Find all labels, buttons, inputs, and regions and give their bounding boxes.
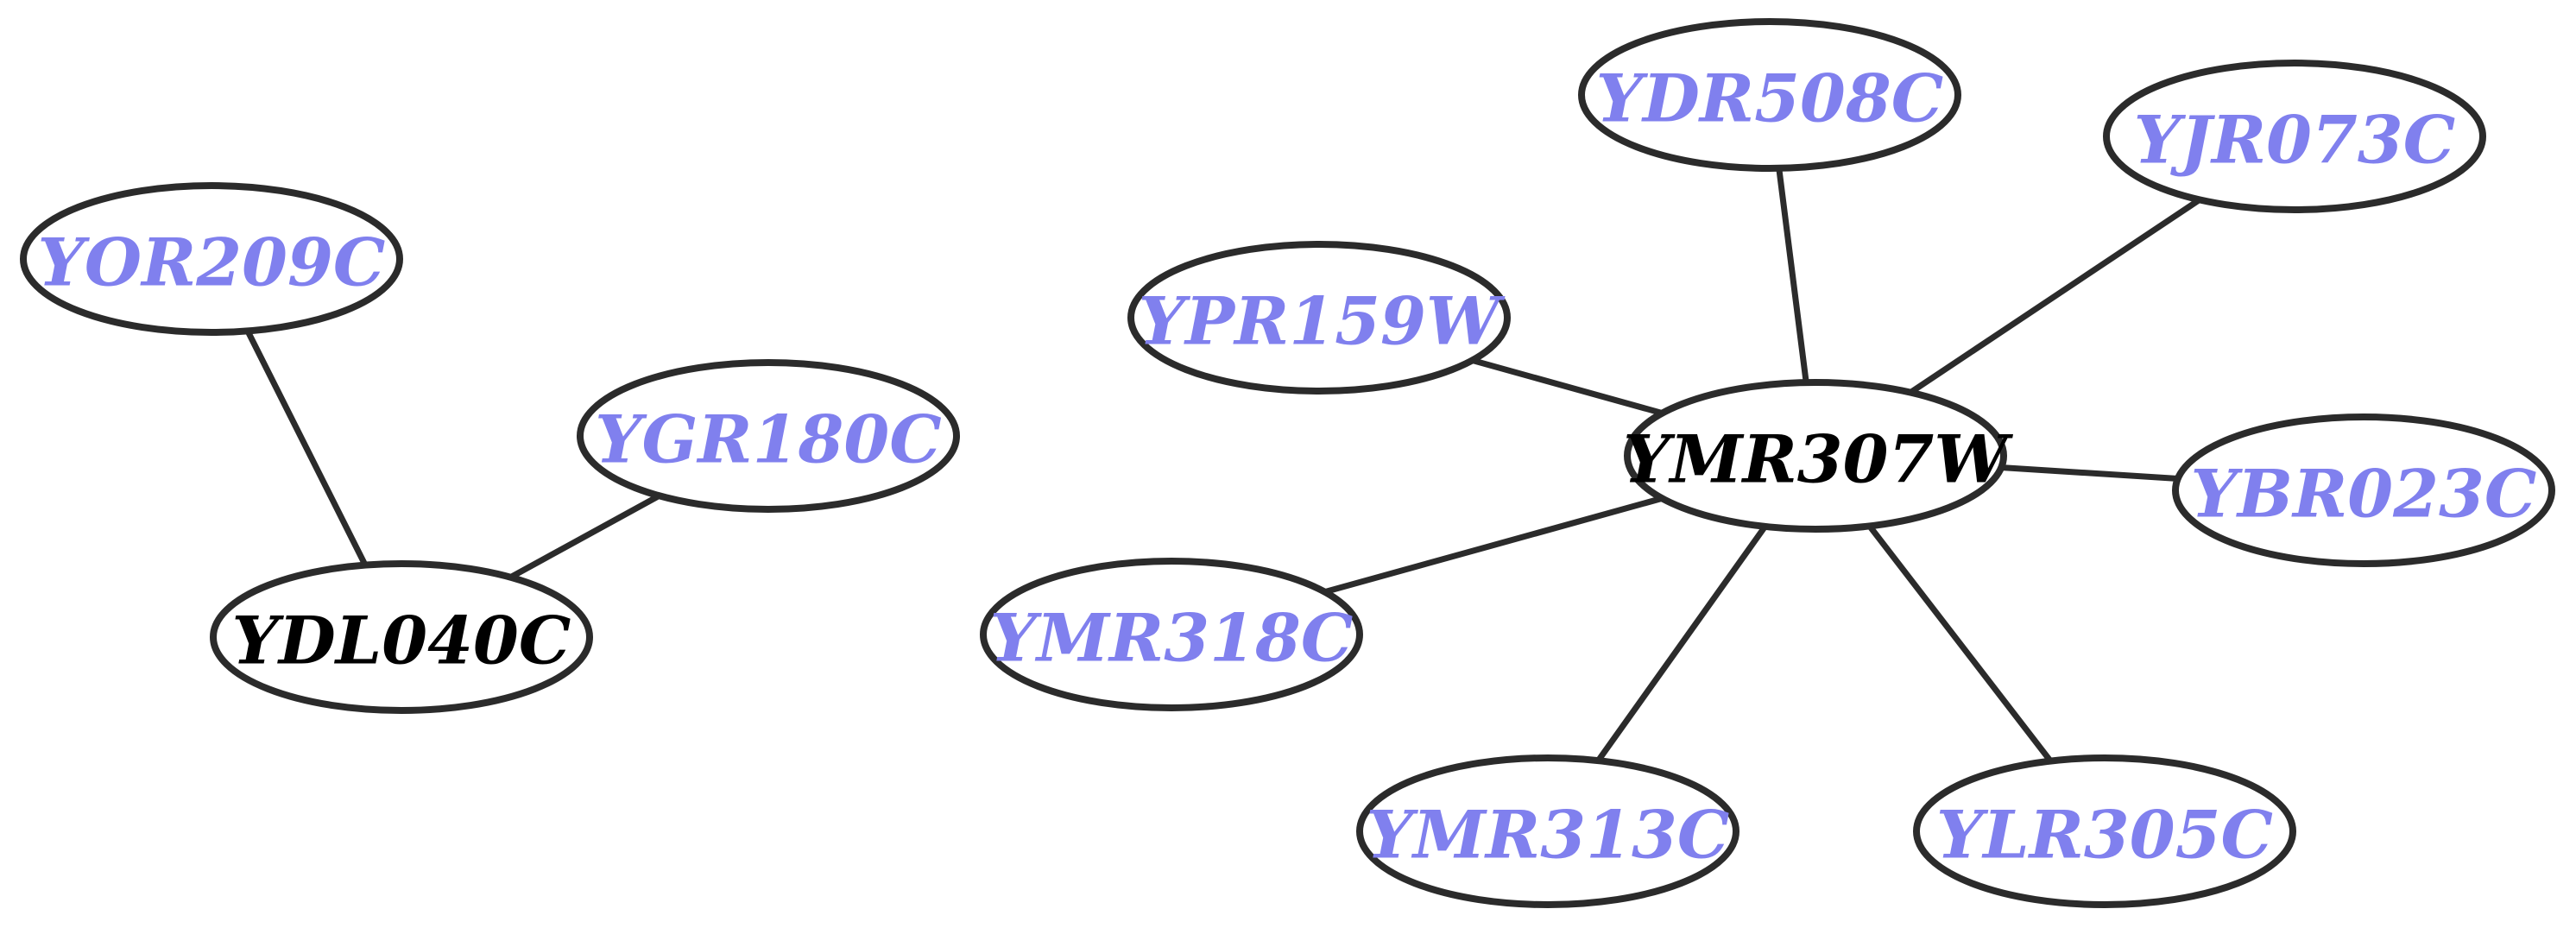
node-ellipse bbox=[980, 558, 1363, 711]
node-label: YDL040C bbox=[232, 603, 571, 679]
nodes-layer: YOR209C YGR180C YDL040C YDR508C YJR073C YPR15… bbox=[20, 18, 2555, 908]
node-yjr073c: YJR073C bbox=[2103, 60, 2486, 213]
node-ellipse bbox=[577, 359, 960, 513]
node-ellipse bbox=[1356, 754, 1739, 908]
node-label: YPR159W bbox=[1139, 283, 1506, 360]
node-ybr023c: YBR023C bbox=[2172, 413, 2555, 567]
node-ygr180c: YGR180C bbox=[577, 359, 960, 513]
node-ellipse bbox=[1578, 18, 1961, 172]
node-ellipse bbox=[210, 560, 593, 714]
node-ylr305c: YLR305C bbox=[1913, 754, 2296, 908]
node-label: YDR508C bbox=[1596, 60, 1943, 137]
node-ellipse bbox=[2103, 60, 2486, 213]
node-ellipse bbox=[20, 182, 403, 336]
edges-layer bbox=[208, 92, 2367, 835]
node-ydl040c: YDL040C bbox=[210, 560, 593, 714]
node-label: YJR073C bbox=[2134, 102, 2456, 179]
node-ypr159w: YPR159W bbox=[1127, 241, 1511, 395]
node-ellipse bbox=[2172, 413, 2555, 567]
node-ellipse bbox=[1127, 241, 1511, 395]
node-ydr508c: YDR508C bbox=[1578, 18, 1961, 172]
node-ymr318c: YMR318C bbox=[980, 558, 1363, 711]
node-label: YMR307W bbox=[1623, 421, 2013, 498]
node-label: YMR318C bbox=[990, 600, 1354, 677]
node-label: YLR305C bbox=[1936, 797, 2273, 874]
node-label: YGR180C bbox=[595, 401, 941, 478]
node-ellipse bbox=[1913, 754, 2296, 908]
node-ymr313c: YMR313C bbox=[1356, 754, 1739, 908]
node-label: YOR209C bbox=[38, 224, 386, 301]
node-label: YMR313C bbox=[1367, 797, 1730, 874]
node-ymr307w: YMR307W bbox=[1623, 379, 2013, 533]
node-ellipse bbox=[1624, 379, 2007, 533]
node-yor209c: YOR209C bbox=[20, 182, 403, 336]
node-label: YBR023C bbox=[2191, 456, 2537, 533]
